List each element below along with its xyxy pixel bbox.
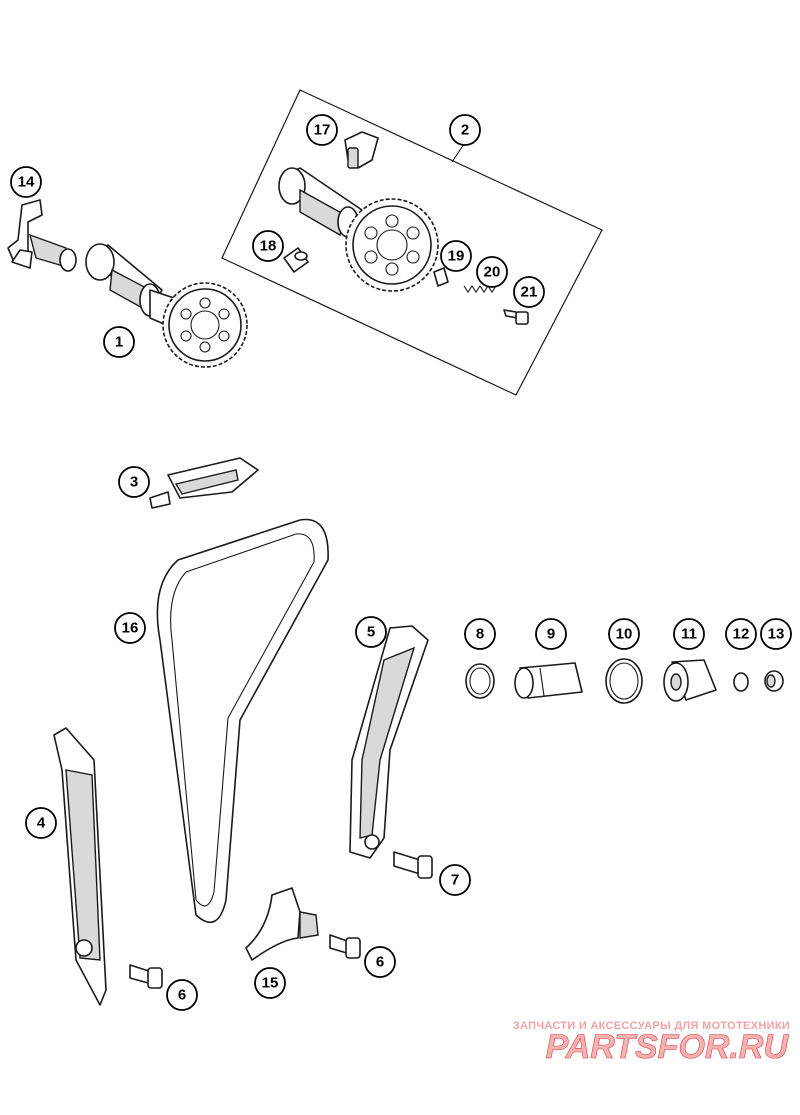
svg-text:1: 1	[115, 334, 123, 351]
callout-3: 3	[118, 466, 150, 498]
part-14-bearing-holder	[7, 199, 77, 272]
svg-text:8: 8	[476, 626, 484, 643]
callout-18: 18	[252, 230, 284, 262]
part-17-decompressor	[344, 131, 379, 169]
callout-5: 5	[355, 616, 387, 648]
callout-7: 7	[439, 864, 471, 896]
part-12-washer	[733, 672, 749, 692]
part-18-pin	[283, 247, 309, 273]
callout-19: 19	[440, 240, 472, 272]
svg-text:11: 11	[681, 626, 697, 643]
part-6-bolt-lower-left	[129, 964, 163, 989]
svg-text:13: 13	[768, 626, 785, 643]
svg-text:6: 6	[178, 987, 186, 1004]
part-9-tensioner-plunger	[514, 662, 583, 699]
part-6-bolt-lower-right	[329, 934, 361, 959]
part-20-spring	[463, 285, 497, 293]
part-3-chain-guide-top	[149, 457, 259, 509]
callout-12: 12	[725, 618, 757, 650]
part-13-plug	[764, 670, 784, 692]
svg-text:21: 21	[521, 284, 538, 301]
svg-text:7: 7	[451, 872, 459, 889]
part-19-pin	[433, 267, 449, 287]
svg-text:6: 6	[376, 954, 384, 971]
svg-text:16: 16	[122, 620, 139, 637]
svg-text:3: 3	[130, 474, 138, 491]
callout-9: 9	[535, 618, 567, 650]
part-8-o-ring	[465, 663, 495, 699]
svg-text:2: 2	[461, 122, 469, 139]
camshaft-kit-frame	[221, 89, 603, 396]
part-11-tensioner-housing	[663, 659, 717, 702]
watermark-tagline: ЗАПЧАСТИ И АКСЕССУАРЫ ДЛЯ МОТОТЕХНИКИ	[512, 1020, 790, 1032]
svg-text:9: 9	[547, 626, 555, 643]
watermark-logo: PARTSFOR.RU	[546, 1028, 790, 1066]
callout-1: 1	[103, 326, 135, 358]
svg-text:18: 18	[260, 238, 277, 255]
svg-text:17: 17	[314, 122, 331, 139]
callout-14: 14	[10, 166, 42, 198]
callout-13: 13	[760, 618, 792, 650]
callout-4: 4	[25, 807, 57, 839]
part-4-chain-guide-rail	[53, 727, 107, 1006]
part-1-camshaft	[85, 243, 248, 368]
callout-2: 2	[449, 114, 481, 146]
svg-text:14: 14	[18, 174, 35, 191]
callout-8: 8	[464, 618, 496, 650]
callout-17: 17	[306, 114, 338, 146]
part-7-bolt	[393, 851, 433, 879]
callout-10: 10	[608, 618, 640, 650]
svg-text:20: 20	[484, 264, 501, 281]
callout-6-right: 6	[364, 946, 396, 978]
callout-16: 16	[114, 612, 146, 644]
callout-11: 11	[673, 618, 705, 650]
part-10-seal-ring	[605, 658, 643, 704]
callout-21: 21	[513, 276, 545, 308]
callout-20: 20	[476, 256, 508, 288]
part-5-tensioner-rail	[349, 625, 429, 859]
part-16-timing-chain	[156, 518, 329, 924]
svg-text:4: 4	[37, 815, 46, 832]
svg-text:5: 5	[367, 624, 375, 641]
svg-text:15: 15	[262, 975, 279, 992]
svg-text:19: 19	[448, 248, 465, 265]
svg-text:12: 12	[733, 626, 750, 643]
part-21-screw	[503, 309, 529, 325]
callout-6-left: 6	[166, 979, 198, 1011]
part-15-guide	[245, 887, 319, 961]
svg-text:10: 10	[616, 626, 633, 643]
part-2-camshaft-kit	[278, 167, 439, 292]
callout-15: 15	[254, 967, 286, 999]
